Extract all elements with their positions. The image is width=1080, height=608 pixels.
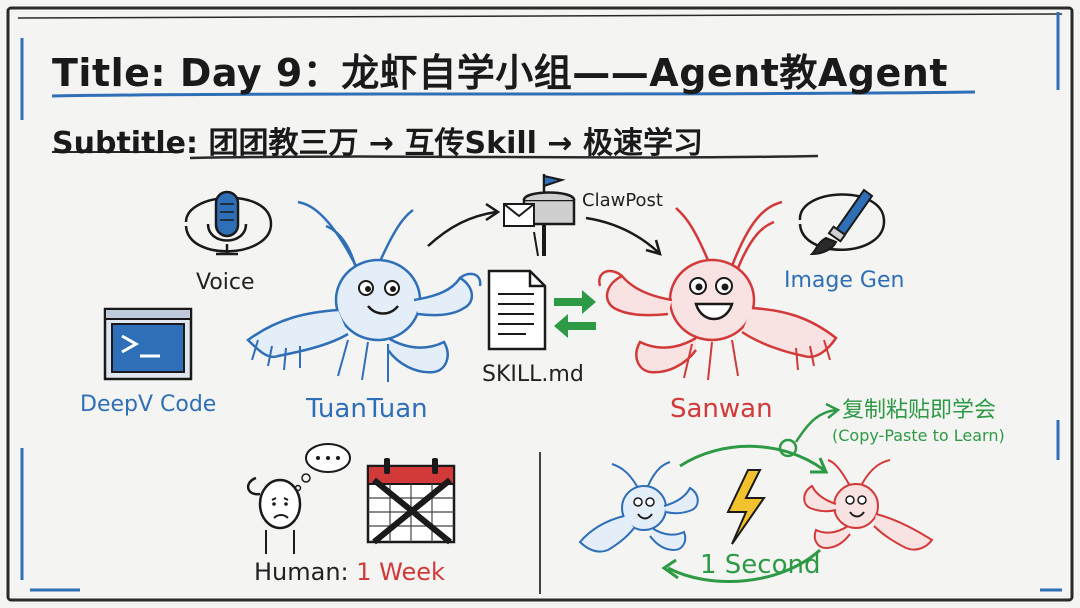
subtitle-prefix: Subtitle: <box>52 126 199 161</box>
sanwan-lobster-icon <box>598 200 838 381</box>
deepv-code-label: DeepV Code <box>80 392 217 417</box>
copy-paste-en-label: (Copy-Paste to Learn) <box>832 426 1005 445</box>
paintbrush-icon <box>798 188 886 256</box>
voice-label: Voice <box>196 270 255 295</box>
fast-learning-cycle <box>661 402 841 583</box>
mailbox-icon <box>503 174 576 257</box>
calendar-crossed-icon <box>366 458 456 545</box>
exchange-arrows-icon <box>554 290 596 338</box>
small-blue-lobster-icon <box>578 461 699 553</box>
human-prefix: Human: <box>254 558 349 586</box>
microphone-icon <box>184 190 273 256</box>
skill-file-label: SKILL.md <box>482 362 584 387</box>
agent-time-label: 1 Second <box>700 550 821 580</box>
page-subtitle: Subtitle: 团团教三万 → 互传Skill → 极速学习 <box>52 118 703 162</box>
human-time: 1 Week <box>356 558 445 586</box>
title-prefix: Title: <box>52 51 167 95</box>
thinking-human-icon <box>247 443 351 554</box>
sanwan-label: Sanwan <box>670 394 773 424</box>
image-gen-label: Image Gen <box>784 268 905 293</box>
terminal-icon <box>103 307 193 381</box>
subtitle-text: 团团教三万 → 互传Skill → 极速学习 <box>208 126 703 161</box>
small-red-lobster-icon <box>803 459 934 551</box>
human-time-label: Human: 1 Week <box>254 558 445 586</box>
tuantuan-label: TuanTuan <box>306 394 428 424</box>
document-icon <box>487 269 547 351</box>
copy-paste-cn-label: 复制粘贴即学会 <box>842 398 997 423</box>
clawpost-label: ClawPost <box>582 190 663 211</box>
page-title: Title: Day 9：龙虾自学小组——Agent教Agent <box>52 42 948 97</box>
tuantuan-lobster-icon <box>246 200 482 382</box>
title-text: Day 9：龙虾自学小组——Agent教Agent <box>179 51 949 95</box>
